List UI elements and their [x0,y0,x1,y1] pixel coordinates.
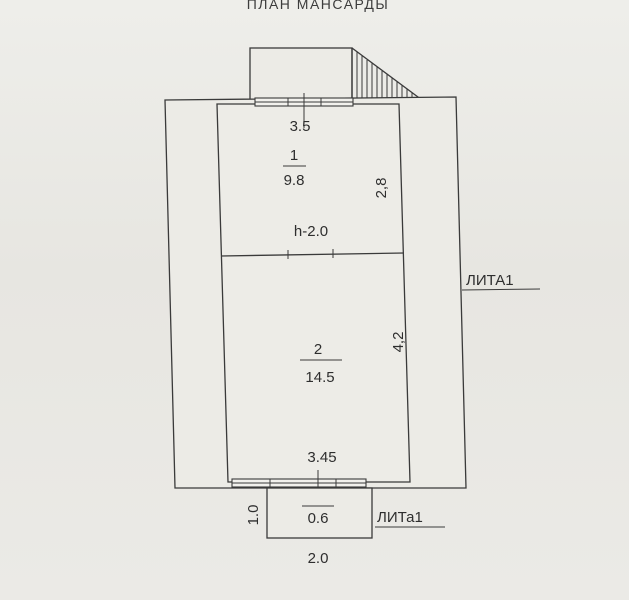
room2-area: 14.5 [305,369,334,386]
top-window [254,93,354,128]
dim-bottom-width: 3.45 [307,449,336,466]
dim-porch-depth: 1.0 [245,505,262,526]
lit-a1-leader [461,288,541,291]
dim-room2-length: 4,2 [390,332,407,353]
attic-interior [216,103,411,483]
dim-top-width: 3.5 [290,118,311,135]
plan-title: ПЛАН МАНСАРДЫ [247,0,390,12]
label-lit-a1: ЛИТА1 [466,272,514,289]
room-partition [220,252,405,257]
dim-height-note: h-2.0 [294,223,328,240]
room1-area: 9.8 [284,172,305,189]
dim-porch-area: 0.6 [308,510,329,527]
room1-number: 1 [290,147,298,164]
room2-number: 2 [314,341,322,358]
stair-annex [249,47,423,101]
dim-room1-length: 2,8 [373,178,390,199]
dim-porch-width: 2.0 [308,550,329,567]
label-lit-a1-small: ЛИТа1 [377,509,423,526]
stair-hatching [356,52,413,100]
porch-lit-a1 [266,487,373,539]
